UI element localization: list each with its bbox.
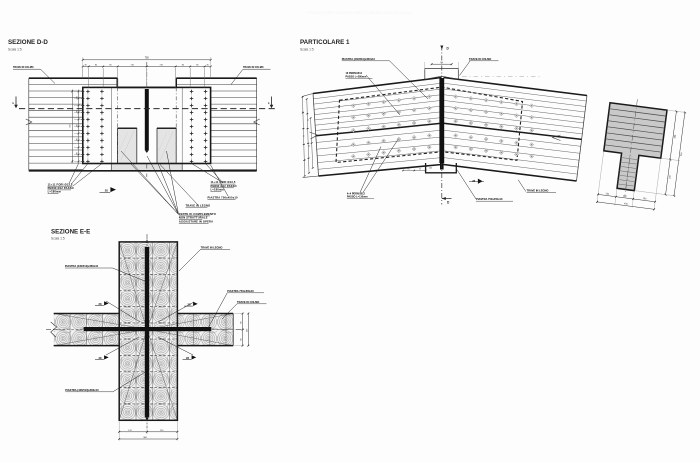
svg-text:PIASTRA (430/510)x360x10: PIASTRA (430/510)x360x10: [342, 57, 376, 61]
svg-text:170: 170: [130, 64, 134, 66]
svg-text:PIASTRA 750x450x10: PIASTRA 750x450x10: [227, 289, 254, 293]
svg-text:SEZIONE E-E: SEZIONE E-E: [51, 229, 90, 236]
svg-text:170: 170: [128, 430, 132, 432]
svg-text:80: 80: [241, 338, 243, 341]
svg-text:E: E: [268, 101, 270, 105]
svg-text:170: 170: [159, 64, 163, 66]
svg-text:TRAVE DI COLMO: TRAVE DI COLMO: [13, 66, 34, 69]
svg-text:TRAVE IN LEGNO: TRAVE IN LEGNO: [201, 245, 223, 249]
svg-text:TRAVE DI COLMO: TRAVE DI COLMO: [237, 300, 259, 304]
svg-text:160: 160: [246, 328, 248, 332]
svg-text:360: 360: [674, 134, 677, 139]
svg-text:510: 510: [681, 152, 684, 157]
svg-text:45: 45: [419, 168, 421, 170]
svg-text:150: 150: [669, 175, 672, 180]
svg-text:TRAVE DI COLMO: TRAVE DI COLMO: [469, 57, 491, 61]
svg-text:11+11 FORI Ø13,5: 11+11 FORI Ø13,5: [211, 180, 236, 184]
svg-text:85: 85: [77, 95, 79, 98]
svg-text:750: 750: [145, 57, 150, 60]
svg-text:PASSO L=110mm: PASSO L=110mm: [347, 196, 369, 199]
svg-text:28: 28: [99, 302, 102, 306]
svg-text:PIASTRA (430/510)x360x10: PIASTRA (430/510)x360x10: [65, 264, 99, 268]
svg-text:E: E: [12, 101, 14, 105]
svg-text:35: 35: [85, 64, 88, 66]
svg-text:D: D: [447, 201, 450, 205]
svg-text:360: 360: [143, 437, 147, 439]
svg-text:TRAVE IN LEGNO: TRAVE IN LEGNO: [527, 188, 549, 192]
svg-text:TRAVE DI COLMO: TRAVE DI COLMO: [243, 66, 264, 69]
svg-text:PIASTRA 750x450x10: PIASTRA 750x450x10: [208, 196, 239, 200]
svg-text:PERNI Ø12 PASSO: PERNI Ø12 PASSO: [211, 184, 237, 188]
svg-text:85: 85: [308, 145, 310, 147]
svg-text:430: 430: [624, 203, 629, 206]
svg-text:28: 28: [105, 189, 108, 193]
svg-text:85: 85: [109, 64, 112, 66]
svg-text:85: 85: [77, 109, 79, 112]
svg-text:80: 80: [241, 321, 243, 324]
svg-text:28: 28: [186, 356, 189, 360]
svg-text:L=180mm: L=180mm: [211, 188, 225, 192]
svg-text:16 PERNI Ø12: 16 PERNI Ø12: [346, 72, 363, 75]
svg-text:85: 85: [77, 123, 79, 126]
svg-text:85: 85: [303, 135, 305, 137]
svg-text:4+4 PERNI Ø12: 4+4 PERNI Ø12: [347, 192, 366, 195]
svg-text:450: 450: [70, 123, 72, 127]
svg-text:PASSO L=280mm: PASSO L=280mm: [346, 75, 368, 78]
svg-text:140: 140: [429, 168, 432, 170]
svg-text:85: 85: [307, 119, 309, 121]
svg-text:85: 85: [302, 111, 304, 113]
svg-text:PERNI Ø12 PASSO: PERNI Ø12 PASSO: [48, 186, 74, 190]
svg-text:PARTICOLARE 1: PARTICOLARE 1: [300, 39, 350, 46]
svg-text:D: D: [447, 47, 450, 51]
svg-text:28: 28: [472, 179, 475, 183]
svg-text:150: 150: [642, 198, 647, 201]
svg-text:85: 85: [95, 64, 98, 66]
svg-text:150: 150: [605, 193, 610, 196]
svg-text:PIASTRA (430/510)x360x10: PIASTRA (430/510)x360x10: [65, 388, 99, 392]
svg-text:ZEPPE DI COMPLEMENTO: ZEPPE DI COMPLEMENTO: [179, 212, 216, 216]
svg-text:L=180mm: L=180mm: [48, 190, 62, 194]
svg-text:Scala 1:5: Scala 1:5: [8, 48, 22, 52]
svg-text:TRAVE IN LEGNO: TRAVE IN LEGNO: [186, 203, 211, 207]
svg-text:85: 85: [77, 151, 79, 154]
svg-text:SEZIONE D-D: SEZIONE D-D: [8, 39, 48, 46]
svg-text:85: 85: [304, 159, 306, 161]
svg-text:AGGIUSTARE IN OPERA: AGGIUSTARE IN OPERA: [179, 219, 213, 223]
svg-text:170: 170: [160, 430, 164, 432]
svg-text:85: 85: [77, 137, 79, 140]
svg-text:Scala 1:5: Scala 1:5: [51, 237, 65, 241]
svg-text:PIASTRA 750x450x10: PIASTRA 750x450x10: [476, 197, 503, 201]
svg-text:85: 85: [196, 64, 199, 66]
svg-text:130: 130: [623, 195, 628, 198]
svg-text:45: 45: [408, 168, 410, 170]
svg-text:PROGETTO PER COSTRUIRE: PROGETTO PER COSTRUIRE PARTICOLARI DEL G…: [308, 11, 412, 15]
svg-text:85: 85: [182, 64, 185, 66]
svg-text:Scala 1:5: Scala 1:5: [300, 48, 314, 52]
svg-text:NON STRUTTURALE: NON STRUTTURALE: [179, 216, 208, 220]
svg-text:28: 28: [99, 356, 102, 360]
svg-text:35: 35: [207, 64, 210, 66]
svg-text:11+11 FORI Ø13,5: 11+11 FORI Ø13,5: [48, 182, 73, 186]
